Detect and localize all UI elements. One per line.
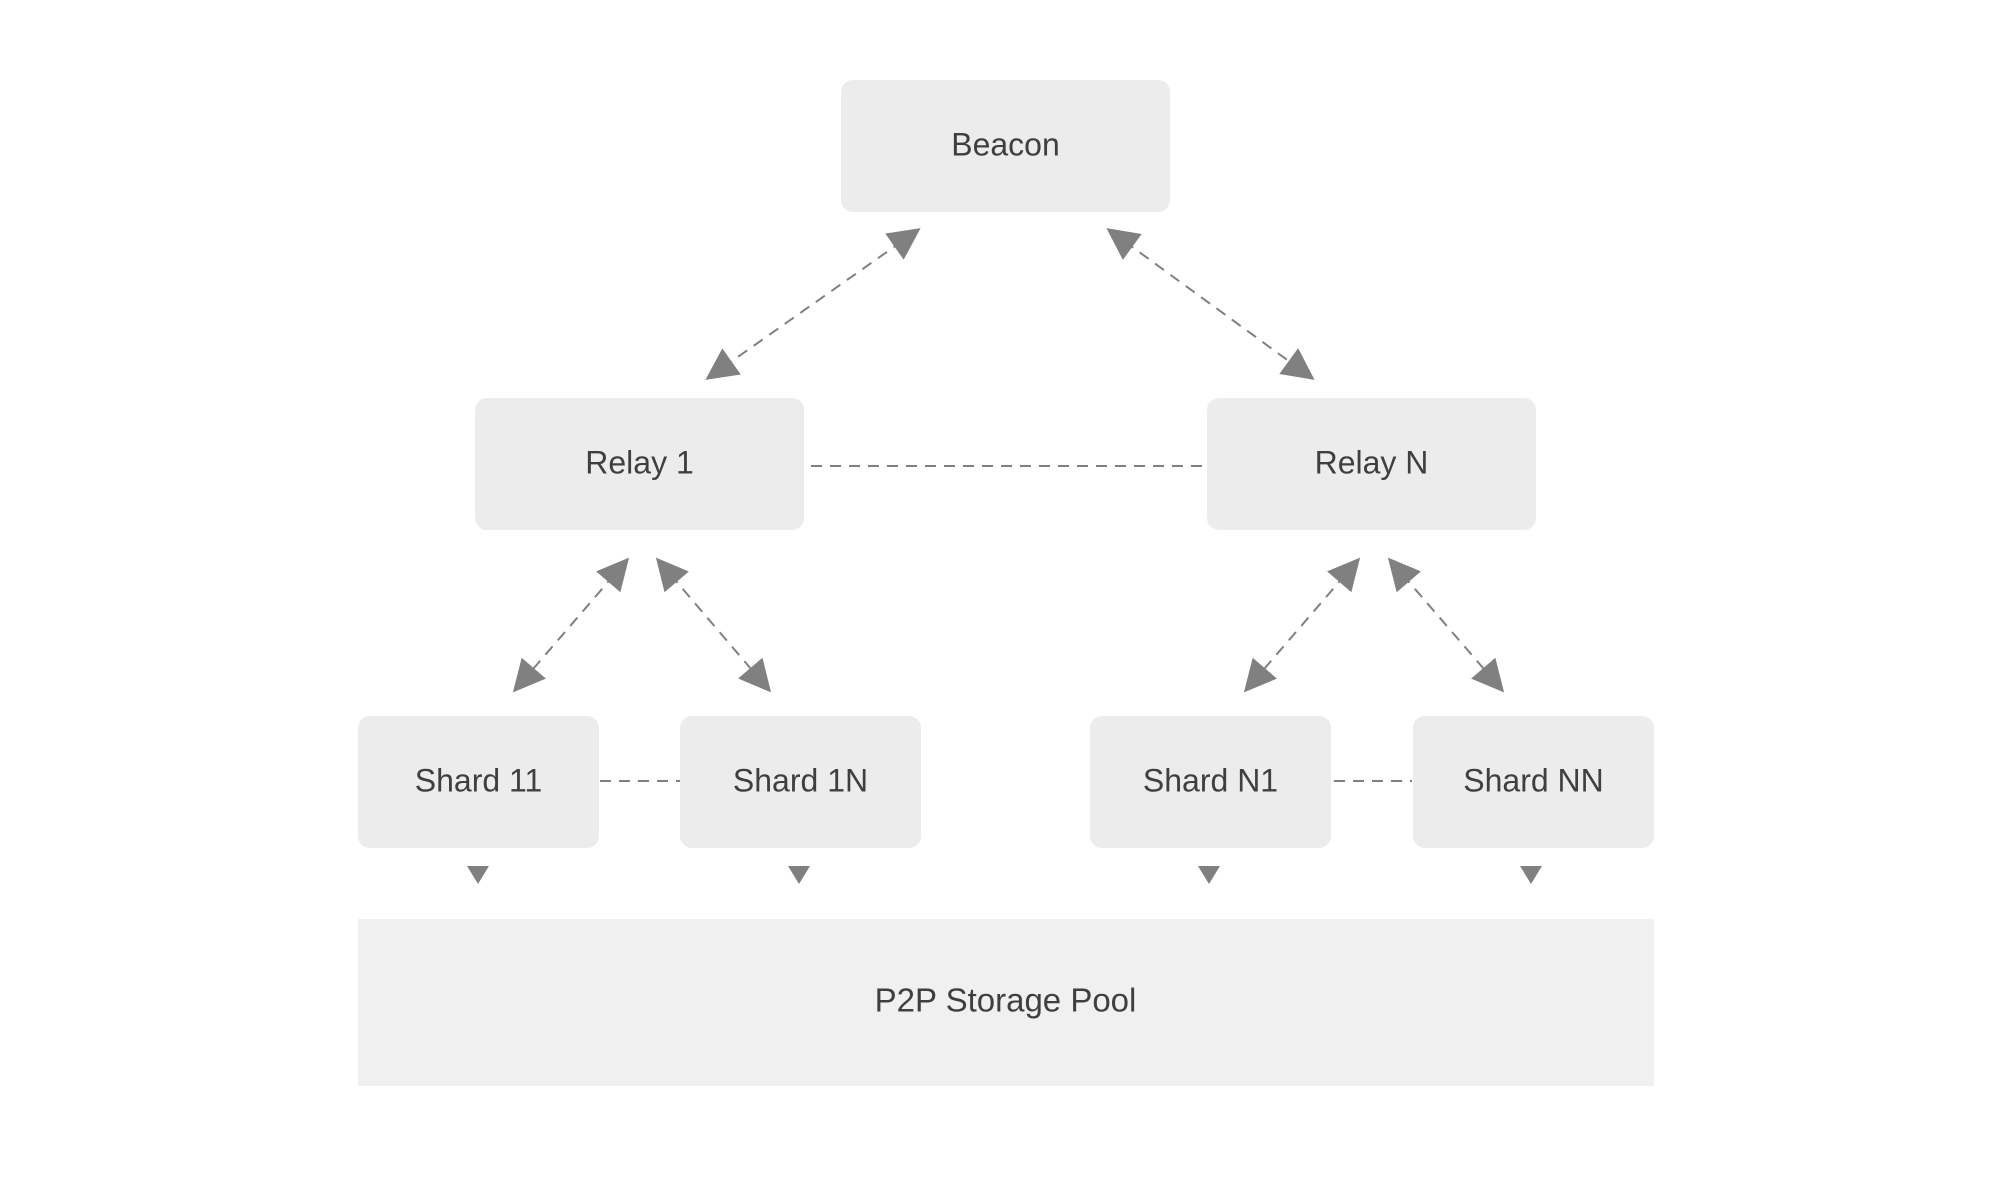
shard-1n-node: Shard 1N bbox=[680, 716, 921, 848]
storage-arrows bbox=[467, 866, 1542, 884]
relay-n-shard-n1-connector bbox=[1243, 557, 1361, 693]
relay-1-node: Relay 1 bbox=[475, 398, 804, 530]
beacon-node: Beacon bbox=[841, 80, 1170, 212]
shard-1n-storage-arrow-icon bbox=[788, 866, 810, 884]
shard-n1-node: Shard N1 bbox=[1090, 716, 1331, 848]
shard-nn-node: Shard NN bbox=[1413, 716, 1654, 848]
beacon-label: Beacon bbox=[951, 126, 1060, 162]
shard-nn-storage-arrow-icon bbox=[1520, 866, 1542, 884]
relay-n-label: Relay N bbox=[1315, 444, 1429, 480]
connectors bbox=[512, 228, 1505, 782]
beacon-relay-1-connector bbox=[705, 228, 921, 380]
storage-pool-label: P2P Storage Pool bbox=[875, 982, 1137, 1019]
shard-n1-label: Shard N1 bbox=[1143, 762, 1278, 798]
relay-1-shard-11-connector bbox=[512, 557, 630, 693]
shard-1n-label: Shard 1N bbox=[733, 762, 868, 798]
relay-n-shard-nn-connector bbox=[1387, 557, 1505, 693]
shard-11-label: Shard 11 bbox=[415, 762, 543, 798]
relay-1-label: Relay 1 bbox=[585, 444, 694, 480]
beacon-relay-n-connector bbox=[1106, 228, 1315, 380]
shard-n1-storage-arrow-icon bbox=[1198, 866, 1220, 884]
shard-11-storage-arrow-icon bbox=[467, 866, 489, 884]
shard-nn-label: Shard NN bbox=[1463, 762, 1604, 798]
relay-n-node: Relay N bbox=[1207, 398, 1536, 530]
storage-pool: P2P Storage Pool bbox=[358, 919, 1654, 1086]
shard-11-node: Shard 11 bbox=[358, 716, 599, 848]
relay-1-shard-1n-connector bbox=[655, 557, 772, 693]
